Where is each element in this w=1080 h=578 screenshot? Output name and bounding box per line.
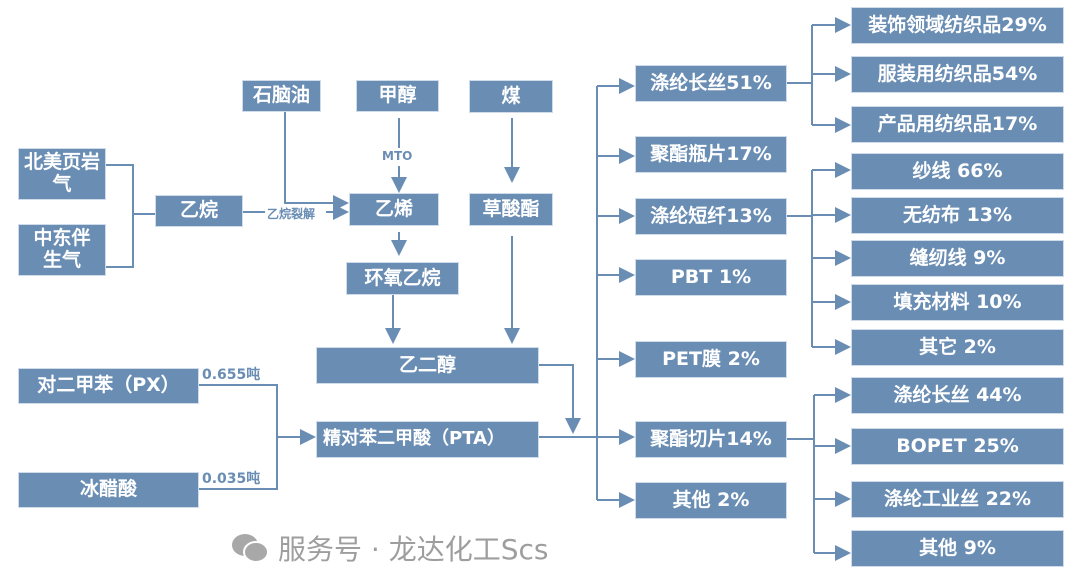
use-sewing-thread: 缝纫线 9% bbox=[851, 240, 1064, 277]
node-ethylene: 乙烯 bbox=[349, 193, 439, 226]
watermark-text: 服务号 · 龙达化工Scs bbox=[278, 533, 549, 566]
label-px-ratio: 0.655吨 bbox=[202, 367, 261, 383]
wechat-icon bbox=[232, 534, 269, 563]
product-polyester-filament: 涤纶长丝51% bbox=[635, 65, 787, 102]
use-filling: 填充材料 10% bbox=[851, 284, 1064, 321]
node-methanol: 甲醇 bbox=[356, 80, 439, 112]
use-industrial-yarn: 涤纶工业丝 22% bbox=[851, 481, 1064, 518]
product-staple-fiber: 涤纶短纤13% bbox=[635, 198, 787, 235]
node-pta: 精对苯二甲酸（PTA） bbox=[316, 421, 539, 458]
node-oxalate: 草酸酯 bbox=[469, 193, 553, 226]
use-other-staple: 其它 2% bbox=[851, 329, 1064, 366]
use-industrial-textile: 产品用纺织品17% bbox=[851, 106, 1064, 143]
node-px: 对二甲苯（PX） bbox=[18, 368, 199, 404]
use-nonwoven: 无纺布 13% bbox=[851, 197, 1064, 234]
node-meg: 乙二醇 bbox=[316, 347, 539, 384]
use-apparel-textile: 服装用纺织品54% bbox=[851, 56, 1064, 93]
node-me-associated-gas: 中东伴生气 bbox=[18, 224, 106, 276]
node-coal: 煤 bbox=[469, 80, 553, 113]
product-pbt: PBT 1% bbox=[635, 259, 787, 296]
product-bottle-chip: 聚酯瓶片17% bbox=[635, 136, 787, 173]
use-decor-textile: 装饰领域纺织品29% bbox=[851, 7, 1064, 44]
label-mto: MTO bbox=[382, 149, 413, 163]
node-naphtha: 石脑油 bbox=[242, 80, 321, 112]
label-acetic-ratio: 0.035吨 bbox=[202, 471, 261, 487]
use-bopet: BOPET 25% bbox=[851, 428, 1064, 465]
product-other: 其他 2% bbox=[635, 482, 787, 519]
use-other-chip: 其他 9% bbox=[851, 530, 1064, 567]
use-filament-chip: 涤纶长丝 44% bbox=[851, 377, 1064, 414]
label-ethane-cracking: 乙烷裂解 bbox=[267, 205, 316, 222]
use-yarn: 纱线 66% bbox=[851, 153, 1064, 190]
watermark: 服务号 · 龙达化工Scs bbox=[230, 528, 548, 568]
product-pet-film: PET膜 2% bbox=[635, 341, 787, 378]
product-polyester-chip: 聚酯切片14% bbox=[635, 421, 787, 458]
node-acetic-acid: 冰醋酸 bbox=[18, 472, 199, 508]
node-ethylene-oxide: 环氧乙烷 bbox=[346, 262, 459, 295]
node-na-shale-gas: 北美页岩气 bbox=[18, 148, 106, 200]
node-ethane: 乙烷 bbox=[155, 195, 243, 227]
